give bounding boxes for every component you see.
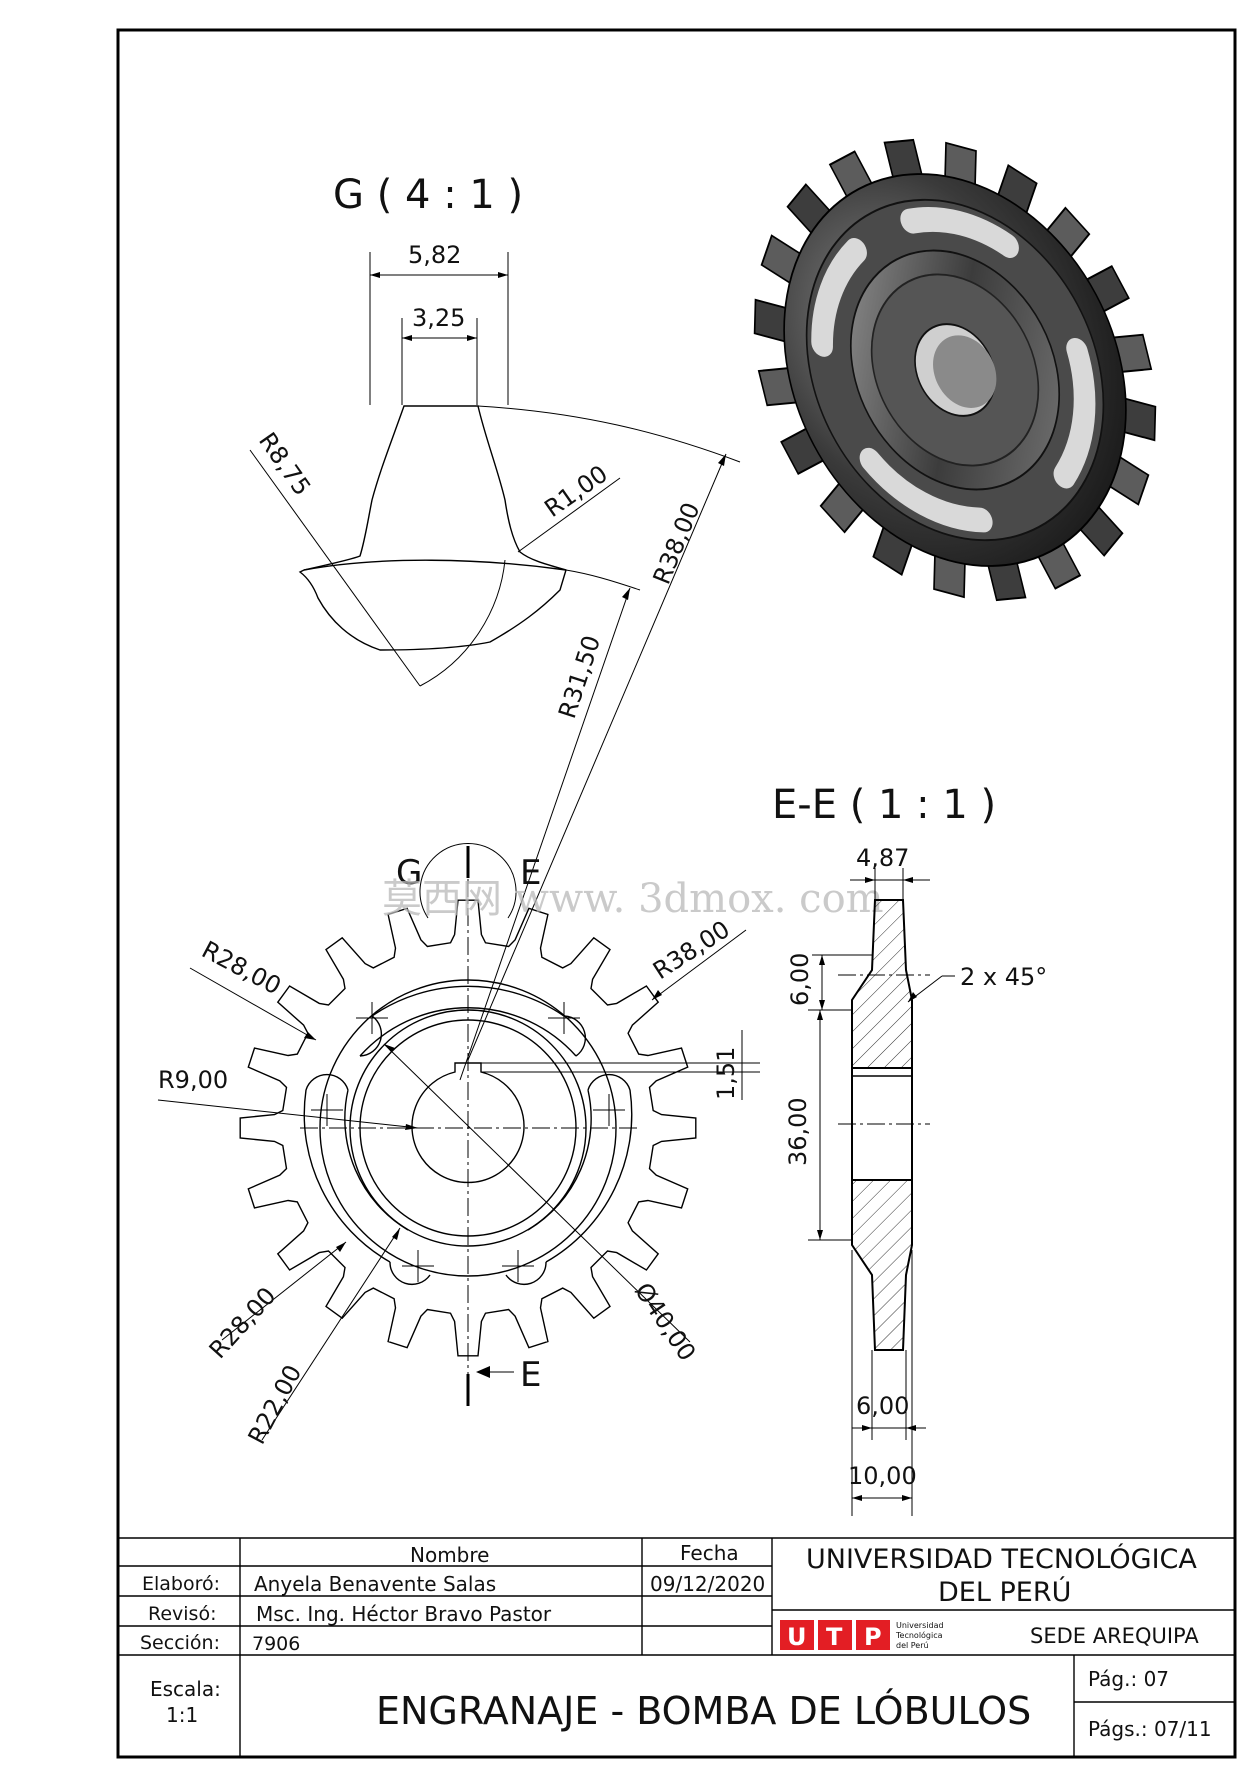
logo-caption-2: Tecnológica	[895, 1630, 943, 1640]
page-number: Pág.: 07	[1088, 1667, 1169, 1691]
row-name-reviso: Msc. Ing. Héctor Bravo Pastor	[256, 1602, 552, 1626]
dim-r28-top: R28,00	[197, 936, 286, 1001]
detail-view-title: G ( 4 : 1 )	[333, 172, 523, 218]
dim-top-width: 4,87	[856, 844, 909, 872]
dim-chamfer-note: 2 x 45°	[960, 963, 1047, 991]
section-lower-rim	[851, 1179, 913, 1351]
slot-bottom	[389, 1261, 547, 1286]
title-block: Nombre Fecha Elaboró: Anyela Benavente S…	[118, 1537, 1235, 1757]
dim-r-root: R31,50	[553, 632, 606, 722]
dim-web-width: 6,00	[856, 1392, 909, 1420]
row-name-elaboro: Anyela Benavente Salas	[254, 1572, 496, 1596]
dim-r38-front: R38,00	[648, 915, 735, 985]
slot-right	[527, 1073, 633, 1263]
page-count: Págs.: 07/11	[1088, 1717, 1212, 1741]
gear-outline	[239, 899, 697, 1357]
sheet-border	[116, 28, 1237, 1759]
col-header-fecha: Fecha	[680, 1541, 739, 1565]
row-label-elaboro: Elaboró:	[142, 1573, 220, 1595]
utp-logo: U T P Universidad Tecnológica del Perú	[780, 1620, 944, 1651]
dim-keyway: 1,51	[712, 1047, 740, 1100]
row-name-seccion: 7906	[252, 1633, 300, 1655]
dim-hub-width: 10,00	[848, 1462, 917, 1490]
gear-front-view: E E G R28,00 R38,00 R9,00 1,51 R28,00 R2…	[157, 842, 760, 1449]
dim-r28-bottom: R28,00	[204, 1282, 282, 1364]
detail-tooth-profile	[298, 405, 567, 651]
dim-r22: R22,00	[243, 1360, 308, 1449]
campus-name: SEDE AREQUIPA	[1030, 1624, 1199, 1648]
university-name-line2: DEL PERÚ	[938, 1576, 1071, 1608]
logo-caption-3: del Perú	[896, 1641, 929, 1650]
dim-r-fillet-big: R8,75	[253, 427, 316, 501]
row-label-reviso: Revisó:	[148, 1603, 217, 1625]
section-marker-bottom: E	[520, 1355, 541, 1395]
dim-top-outer: 5,82	[408, 241, 461, 269]
section-marker-top: E	[520, 853, 541, 893]
section-upper-rim	[851, 899, 913, 1069]
slot-left	[303, 1073, 409, 1263]
logo-letter-t: T	[826, 1623, 843, 1651]
dim-dia40: Ø40,00	[629, 1278, 701, 1366]
col-header-nombre: Nombre	[410, 1543, 489, 1567]
drawing-title: ENGRANAJE - BOMBA DE LÓBULOS	[376, 1689, 1031, 1733]
logo-letter-u: U	[787, 1623, 807, 1651]
detail-marker: G	[396, 853, 422, 893]
gear-3d-render	[753, 138, 1157, 602]
slot-upper	[359, 985, 587, 1057]
scale-value: 1:1	[166, 1703, 198, 1727]
dim-r-outer-detail: R38,00	[648, 499, 706, 589]
dim-chamfer-height: 6,00	[786, 953, 814, 1006]
university-name-line1: UNIVERSIDAD TECNOLÓGICA	[806, 1543, 1197, 1575]
dim-r9: R9,00	[158, 1066, 228, 1094]
dim-top-inner: 3,25	[412, 304, 465, 332]
dim-hub-height: 36,00	[784, 1097, 812, 1166]
section-view-title: E-E ( 1 : 1 )	[772, 782, 996, 828]
row-date-elaboro: 09/12/2020	[650, 1572, 765, 1596]
logo-caption-1: Universidad	[896, 1621, 944, 1630]
bore-with-keyway	[411, 1062, 525, 1184]
section-view-e-e: E-E ( 1 : 1 ) 4,87 6,00 2 x 45° 36,00	[772, 782, 1047, 1516]
row-label-seccion: Sección:	[140, 1632, 220, 1654]
watermark: 莫西网 www. 3dmox. com	[382, 876, 884, 922]
scale-label: Escala:	[150, 1677, 221, 1701]
logo-letter-p: P	[864, 1623, 882, 1651]
